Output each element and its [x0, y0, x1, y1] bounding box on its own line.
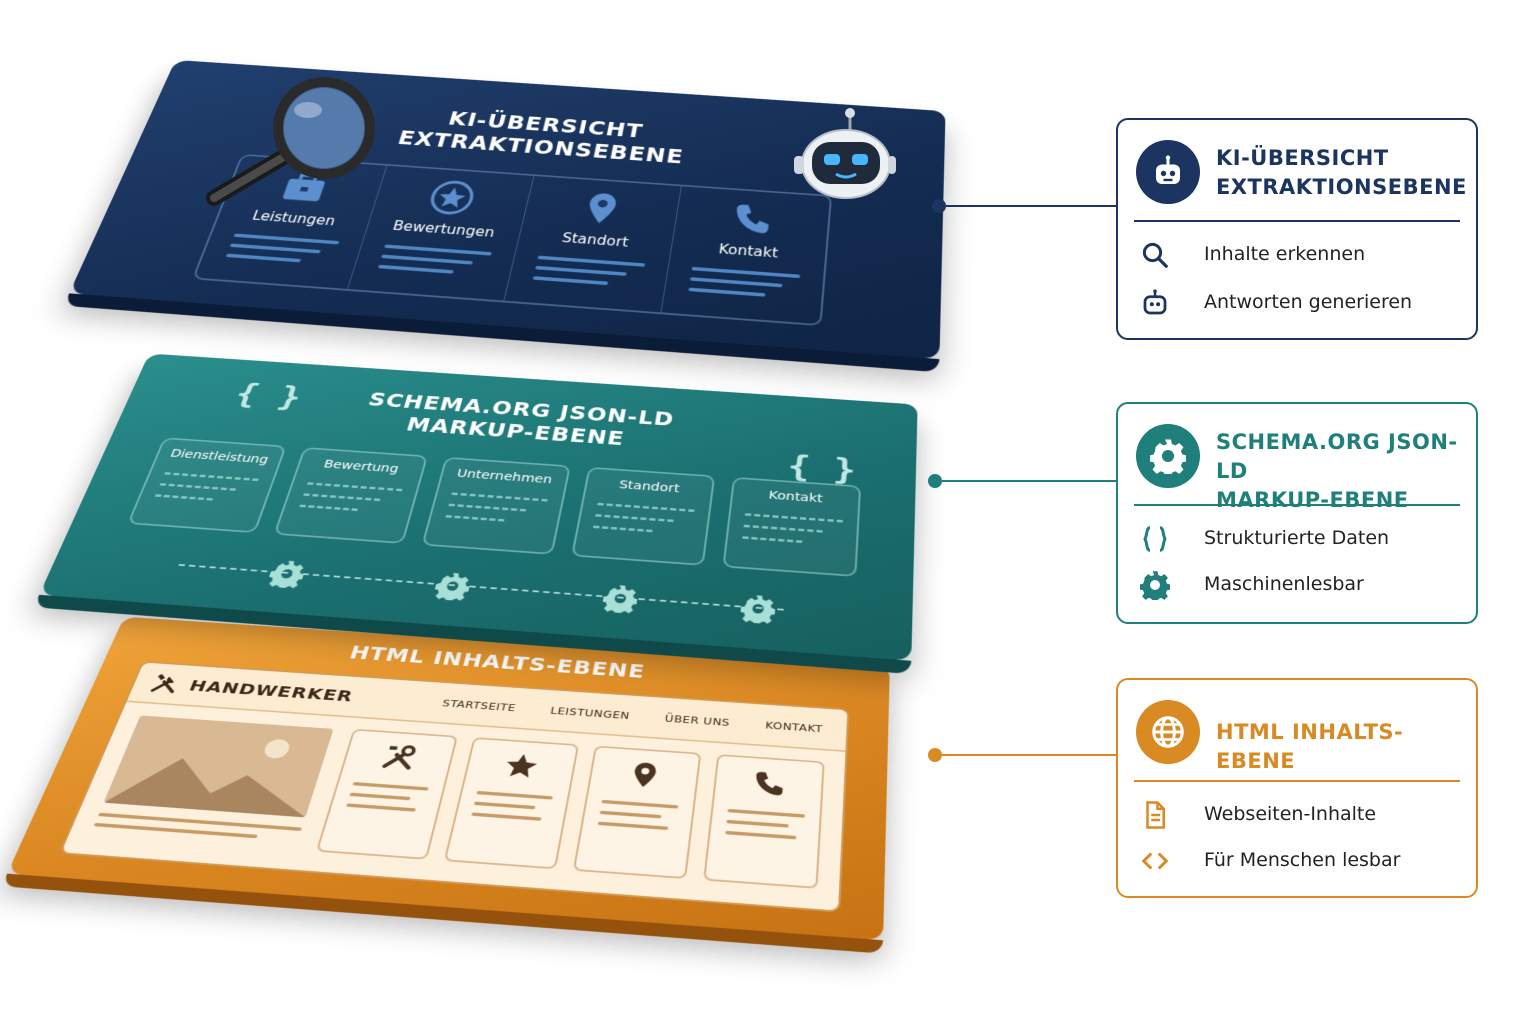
- connector-dot-ki: [932, 199, 946, 213]
- gear-icon: [1150, 439, 1186, 474]
- nav-item-leistungen[interactable]: LEISTUNGEN: [549, 705, 631, 722]
- panel-title-ki: KI-ÜBERSICHT EXTRAKTIONSEBENE: [1216, 144, 1466, 202]
- panel-item-fuer-menschen-lesbar: Für Menschen lesbar: [1140, 846, 1460, 876]
- location-pin-icon: [585, 192, 618, 224]
- website-cards: [315, 728, 825, 889]
- card-contact: [703, 754, 825, 889]
- braces-icon: [1143, 526, 1167, 552]
- website-brand: HANDWERKER: [186, 676, 356, 706]
- panel-title-line1: SCHEMA.ORG JSON-LD: [1216, 430, 1458, 483]
- code-icon: [1141, 852, 1169, 870]
- panel-title-line1: HTML INHALTS-EBENE: [1216, 720, 1404, 773]
- schema-entity-kontakt: Kontakt: [722, 476, 862, 577]
- connector-line-html: [942, 754, 1116, 756]
- connector-line-ki: [946, 205, 1116, 207]
- robot-icon: [794, 108, 896, 199]
- connector-line-schema: [942, 480, 1116, 482]
- tools-icon: [148, 672, 183, 694]
- ki-extraction-grid: Leistungen Bewertungen Standort Kontakt: [191, 153, 833, 327]
- panel-icon-html: [1136, 700, 1200, 764]
- schema-entity-label: Bewertung: [321, 457, 401, 476]
- panel-item-label: Strukturierte Daten: [1204, 527, 1390, 549]
- hero-image-icon: [103, 715, 334, 818]
- schema-entity-label: Dienstleistung: [168, 447, 271, 467]
- connector-dot-html: [928, 748, 942, 762]
- nav-item-ueber-uns[interactable]: ÜBER UNS: [664, 713, 731, 729]
- schema-entity-label: Kontakt: [768, 488, 824, 506]
- location-pin-icon: [631, 761, 657, 788]
- robot-icon: [1143, 289, 1167, 315]
- hero-text-lines: [91, 812, 303, 849]
- panel-divider: [1134, 780, 1460, 782]
- ki-item-label: Standort: [560, 230, 630, 251]
- nav-item-startseite[interactable]: STARTSEITE: [441, 697, 517, 714]
- panel-icon-schema: [1136, 424, 1200, 488]
- star-icon: [503, 753, 539, 778]
- panel-title-line2: EXTRAKTIONSEBENE: [1216, 175, 1467, 199]
- card-location: [572, 745, 702, 880]
- schema-entity-standort: Standort: [571, 466, 716, 566]
- gear-icon: [739, 594, 777, 625]
- phone-icon: [754, 771, 784, 796]
- panel-title-line2: MARKUP-EBENE: [1216, 488, 1409, 512]
- panel-item-label: Maschinenlesbar: [1204, 573, 1364, 595]
- panel-item-maschinenlesbar: Maschinenlesbar: [1140, 570, 1460, 600]
- website-mockup: HANDWERKER STARTSEITE LEISTUNGEN ÜBER UN…: [58, 660, 850, 913]
- robot-icon: [1156, 155, 1180, 184]
- legend-panel-schema: SCHEMA.ORG JSON-LD MARKUP-EBENE Struktur…: [1116, 402, 1478, 624]
- gear-icon: [265, 559, 309, 589]
- legend-panel-html: HTML INHALTS-EBENE Webseiten-Inhalte Für…: [1116, 678, 1478, 898]
- panel-item-label: Webseiten-Inhalte: [1204, 803, 1377, 825]
- star-icon: [426, 179, 480, 217]
- panel-item-inhalte-erkennen: Inhalte erkennen: [1140, 240, 1460, 270]
- gear-icon: [432, 572, 473, 602]
- globe-icon: [1152, 716, 1184, 748]
- panel-item-strukturierte-daten: Strukturierte Daten: [1140, 524, 1460, 554]
- document-icon: [1146, 801, 1165, 829]
- ki-item-label: Bewertungen: [390, 218, 497, 241]
- legend-panel-ki: KI-ÜBERSICHT EXTRAKTIONSEBENE Inhalte er…: [1116, 118, 1478, 340]
- panel-item-antworten-generieren: Antworten generieren: [1140, 288, 1460, 318]
- briefcase-icon: [282, 168, 326, 202]
- schema-layer: SCHEMA.ORG JSON-LD MARKUP-EBENE { } { } …: [33, 353, 918, 675]
- braces-icon: { }: [230, 376, 307, 413]
- card-reviews: [443, 737, 580, 870]
- panel-divider: [1134, 504, 1460, 506]
- phone-icon: [733, 204, 771, 234]
- ki-item-label: Kontakt: [717, 241, 779, 261]
- panel-item-label: Für Menschen lesbar: [1204, 849, 1401, 871]
- panel-item-label: Inhalte erkennen: [1204, 243, 1366, 265]
- ki-item-bewertungen: Bewertungen: [348, 165, 534, 301]
- ki-layer: KI-ÜBERSICHT EXTRAKTIONSEBENE Leistungen…: [63, 59, 946, 373]
- panel-icon-ki: [1136, 140, 1200, 204]
- html-layer: HTML INHALTS-EBENE HANDWERKER STARTSEITE…: [1, 616, 890, 954]
- card-services: [315, 728, 459, 860]
- panel-divider: [1134, 220, 1460, 222]
- gear-icon: [600, 584, 640, 615]
- schema-entity-label: Unternehmen: [455, 467, 554, 487]
- connector-dot-schema: [928, 474, 942, 488]
- panel-title-schema: SCHEMA.ORG JSON-LD MARKUP-EBENE: [1216, 428, 1466, 515]
- gear-icon: [1140, 571, 1170, 600]
- search-icon: [1142, 242, 1168, 268]
- magnifier-icon: [206, 77, 375, 206]
- tools-icon: [377, 742, 421, 773]
- ki-item-kontakt: Kontakt: [661, 186, 830, 324]
- panel-title-line1: KI-ÜBERSICHT: [1216, 146, 1389, 170]
- ki-item-leistungen: Leistungen: [194, 155, 388, 290]
- schema-entity-label: Standort: [617, 478, 681, 496]
- schema-entity-dienstleistung: Dienstleistung: [127, 437, 287, 534]
- website-nav: STARTSEITE LEISTUNGEN ÜBER UNS KONTAKT: [441, 698, 823, 735]
- schema-entity-bewertung: Bewertung: [273, 447, 429, 544]
- panel-title-html: HTML INHALTS-EBENE: [1216, 718, 1466, 776]
- schema-entity-unternehmen: Unternehmen: [421, 456, 571, 555]
- panel-item-label: Antworten generieren: [1204, 291, 1413, 313]
- nav-item-kontakt[interactable]: KONTAKT: [764, 719, 823, 735]
- ki-item-standort: Standort: [503, 175, 682, 313]
- panel-item-webseiten-inhalte: Webseiten-Inhalte: [1140, 800, 1460, 830]
